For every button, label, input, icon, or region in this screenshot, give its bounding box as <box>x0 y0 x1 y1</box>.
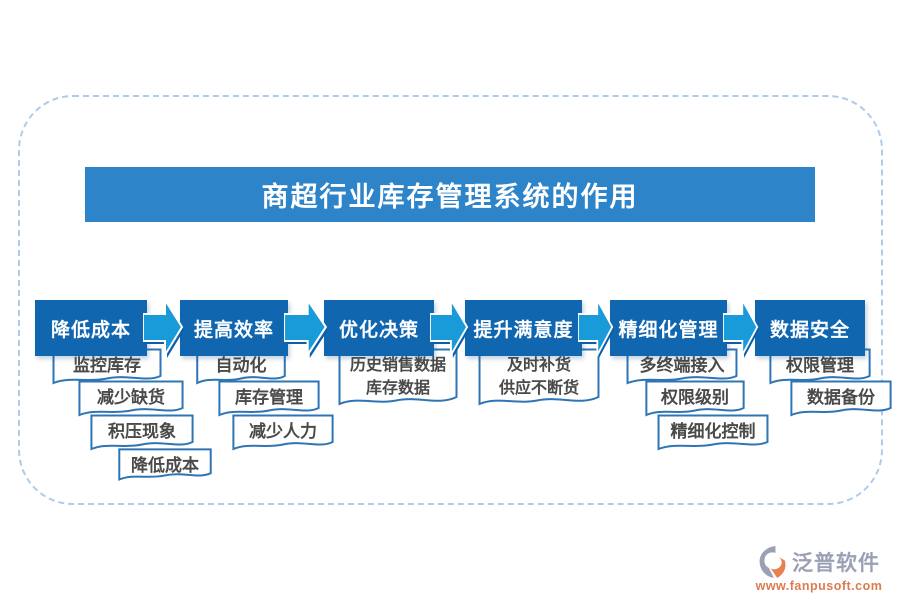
sub-item: 监控库存 <box>52 348 162 388</box>
dashed-border-frame <box>18 95 883 505</box>
sub-item-label: 降低成本 <box>131 456 199 475</box>
wavy-box-shape <box>118 448 212 484</box>
sub-item-label: 多终端接入 <box>639 356 725 375</box>
sub-item-label: 数据备份 <box>807 388 875 407</box>
sub-item: 多终端接入 <box>626 348 738 388</box>
sub-item: 积压现象 <box>90 414 194 454</box>
step-header-1: 降低成本 <box>35 300 147 356</box>
sub-item-label: 及时补货供应不断货 <box>498 357 579 397</box>
sub-item: 库存管理 <box>218 380 320 420</box>
sub-item-label: 权限管理 <box>786 356 854 375</box>
wavy-box-shape <box>196 348 286 388</box>
sub-item: 历史销售数据库存数据 <box>338 348 458 410</box>
step-header-2: 提高效率 <box>180 300 288 356</box>
step-header-label: 提升满意度 <box>473 319 574 341</box>
wavy-box-shape <box>338 348 458 410</box>
wavy-box-shape <box>218 380 320 420</box>
wavy-box-shape <box>645 380 745 420</box>
sub-item: 自动化 <box>196 348 286 388</box>
sub-item-label: 减少人力 <box>249 422 317 441</box>
wavy-box-shape <box>769 348 871 388</box>
sub-item: 数据备份 <box>790 380 892 420</box>
flow-arrow-icon <box>143 298 184 360</box>
flow-arrow-icon <box>723 298 759 360</box>
step-header-3: 优化决策 <box>324 300 434 356</box>
sub-item: 减少人力 <box>232 414 334 454</box>
step-header-label: 数据安全 <box>769 319 850 341</box>
sub-item-label: 历史销售数据库存数据 <box>349 357 446 397</box>
sub-item: 权限管理 <box>769 348 871 388</box>
step-header-5: 精细化管理 <box>610 300 727 356</box>
wavy-box-shape <box>478 348 600 410</box>
sub-item-label: 监控库存 <box>73 356 141 375</box>
brand-footer: 泛普软件 www.fanpusoft.com <box>746 545 892 593</box>
flow-arrow-icon <box>578 298 614 360</box>
brand-url: www.fanpusoft.com <box>755 579 883 593</box>
step-header-label: 优化决策 <box>338 319 419 341</box>
sub-item-label: 库存管理 <box>235 388 303 407</box>
wavy-box-shape <box>657 414 769 454</box>
wavy-box-shape <box>232 414 334 454</box>
flow-arrow-icon <box>284 298 328 360</box>
brand-name: 泛普软件 <box>792 552 880 575</box>
sub-item-label: 权限级别 <box>661 388 729 407</box>
sub-item: 权限级别 <box>645 380 745 420</box>
wavy-box-shape <box>52 348 162 388</box>
sub-item: 精细化控制 <box>657 414 769 454</box>
step-header-4: 提升满意度 <box>465 300 582 356</box>
flow-arrow-icon <box>430 298 469 360</box>
step-header-label: 提高效率 <box>193 319 274 341</box>
wavy-box-shape <box>790 380 892 420</box>
sub-item: 及时补货供应不断货 <box>478 348 600 410</box>
wavy-box-shape <box>90 414 194 454</box>
step-header-6: 数据安全 <box>755 300 865 356</box>
wavy-box-shape <box>78 380 184 420</box>
sub-item-label: 自动化 <box>215 356 267 375</box>
title-banner: 商超行业库存管理系统的作用 <box>85 167 815 222</box>
wavy-box-shape <box>626 348 738 388</box>
sub-item-label: 积压现象 <box>108 422 176 441</box>
step-header-label: 降低成本 <box>50 319 131 341</box>
sub-item-label: 减少缺货 <box>97 388 165 407</box>
sub-item: 降低成本 <box>118 448 212 484</box>
fanpu-logo-icon <box>759 546 786 578</box>
page-title: 商超行业库存管理系统的作用 <box>261 182 639 212</box>
step-header-label: 精细化管理 <box>618 319 719 341</box>
sub-item-label: 精细化控制 <box>670 422 756 441</box>
sub-item: 减少缺货 <box>78 380 184 420</box>
